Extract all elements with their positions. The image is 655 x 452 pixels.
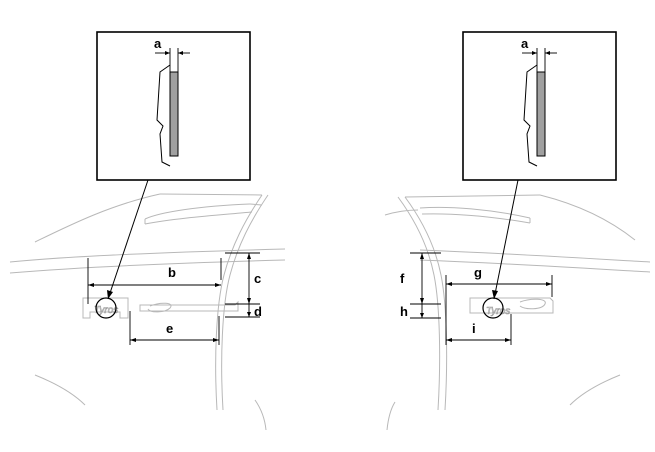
label-a-right: a [521,36,529,51]
label-b: b [168,265,176,280]
label-c: c [254,271,261,286]
right-emblem: Tyros [469,297,554,317]
label-d: d [254,304,262,319]
right-detail-inset: a [462,31,617,181]
emblem-text-left: Tyros [94,305,118,316]
label-h: h [400,304,408,319]
label-a-left: a [154,36,162,51]
label-f: f [400,271,405,286]
left-dimensions: b c d e [87,179,262,345]
emblem-text-right: Tyros [486,306,510,317]
right-dimensions: f h g i [400,179,553,345]
left-vehicle-outline [9,193,286,431]
right-vehicle-outline [384,194,651,431]
label-i: i [472,321,476,336]
emblem-location-circle-left [95,297,117,319]
left-emblem: Tyros [82,297,239,319]
label-g: g [474,265,482,280]
emblem-location-circle-right [482,297,504,319]
left-detail-inset: a [96,31,251,181]
label-e: e [166,321,173,336]
